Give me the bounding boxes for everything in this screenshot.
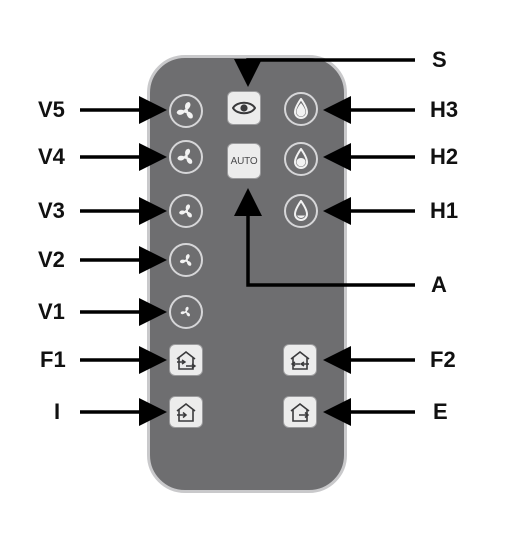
fan-speed-3-button[interactable]: [169, 194, 203, 228]
fan-icon: [179, 253, 191, 266]
label-h3: H3: [430, 97, 459, 122]
house-arrow-out-icon: [290, 402, 310, 422]
humidity-3-button[interactable]: [284, 92, 318, 126]
label-v1: V1: [38, 299, 65, 324]
fan-speed-4-button[interactable]: [169, 140, 203, 174]
label-v2: V2: [38, 247, 65, 272]
fan-speed-5-button[interactable]: [169, 94, 203, 128]
fan-icon: [178, 203, 192, 217]
droplet-icon: [293, 148, 309, 169]
flow-1-button[interactable]: [169, 344, 203, 376]
humidity-2-button[interactable]: [284, 142, 318, 176]
label-e: E: [433, 399, 448, 424]
intake-button[interactable]: [169, 396, 203, 428]
fan-speed-2-button[interactable]: [169, 243, 203, 277]
fan-icon: [176, 102, 193, 119]
label-v3: V3: [38, 198, 65, 223]
house-arrow-in-icon: [176, 402, 196, 422]
auto-button-label: AUTO: [230, 155, 258, 167]
label-v4: V4: [38, 144, 65, 169]
exhaust-button[interactable]: [283, 396, 317, 428]
label-f1: F1: [40, 347, 66, 372]
sensor-button[interactable]: [227, 91, 261, 125]
humidity-1-button[interactable]: [284, 194, 318, 228]
label-i: I: [54, 399, 61, 424]
fan-speed-1-button[interactable]: [169, 295, 203, 329]
droplet-icon: [293, 200, 309, 221]
label-f2: F2: [430, 347, 456, 372]
fan-icon: [180, 306, 190, 317]
house-arrows-in-icon: [176, 350, 197, 370]
label-s: S: [432, 47, 447, 72]
eye-icon: [232, 101, 256, 115]
label-v5: V5: [38, 97, 65, 122]
house-arrows-out-icon: [290, 350, 310, 370]
label-h2: H2: [430, 144, 459, 169]
droplet-icon: [293, 98, 309, 119]
flow-2-button[interactable]: [283, 344, 317, 376]
label-a: A: [431, 272, 447, 297]
fan-icon: [177, 148, 193, 164]
auto-button[interactable]: AUTO: [227, 143, 261, 179]
label-h1: H1: [430, 198, 459, 223]
